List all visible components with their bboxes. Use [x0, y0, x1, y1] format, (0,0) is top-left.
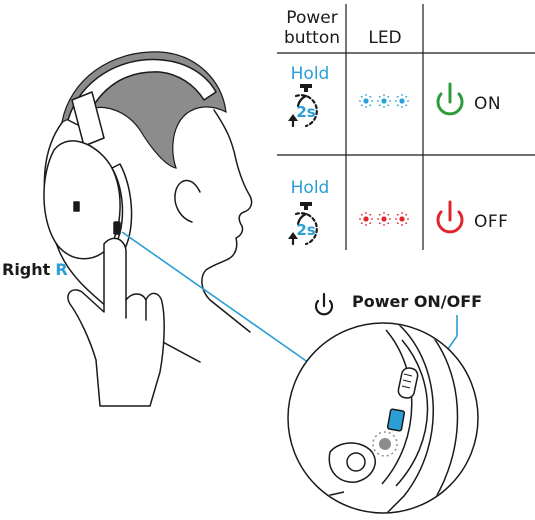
row1-state: ON: [474, 94, 502, 114]
zoom-cup-edge: [378, 324, 459, 512]
led-dot: [395, 212, 409, 226]
ear-cup-dot: [73, 201, 80, 212]
zoom-power-button: [386, 408, 406, 432]
row1-action: Hold: [290, 64, 330, 84]
power-off-icon: [436, 200, 464, 234]
zoom-slider-switch: [397, 367, 419, 399]
power-on-icon: [436, 82, 464, 116]
led-dot: [359, 212, 373, 226]
row2-state: OFF: [474, 212, 509, 232]
power-callout-label: Power ON/OFF: [352, 292, 483, 311]
table-grid: [277, 4, 535, 250]
timer-label-row1: 2s: [296, 103, 315, 121]
ear-outline: [174, 179, 201, 223]
led-indicator-row2: [359, 212, 409, 226]
header-power-button: Power button: [283, 8, 341, 48]
timer-icon-row2: [288, 202, 318, 246]
hand: [67, 237, 165, 407]
zoom-led: [379, 438, 391, 450]
zoom-detail: [287, 322, 479, 514]
led-dot: [377, 212, 391, 226]
ear-cup-button: [113, 221, 121, 235]
led-dot: [377, 94, 391, 108]
side-label: Right R: [2, 260, 68, 279]
timer-icon-row1: [288, 84, 318, 128]
timer-label-row2: 2s: [296, 221, 315, 239]
side-label-letter: R: [55, 260, 68, 279]
power-icon: [314, 292, 334, 316]
led-dot: [359, 94, 373, 108]
side-label-word: Right: [2, 260, 51, 279]
led-dot: [395, 94, 409, 108]
header-led: LED: [368, 28, 402, 48]
row2-action: Hold: [290, 178, 330, 198]
ear-cup: [43, 140, 133, 260]
led-indicator-row1: [359, 94, 409, 108]
